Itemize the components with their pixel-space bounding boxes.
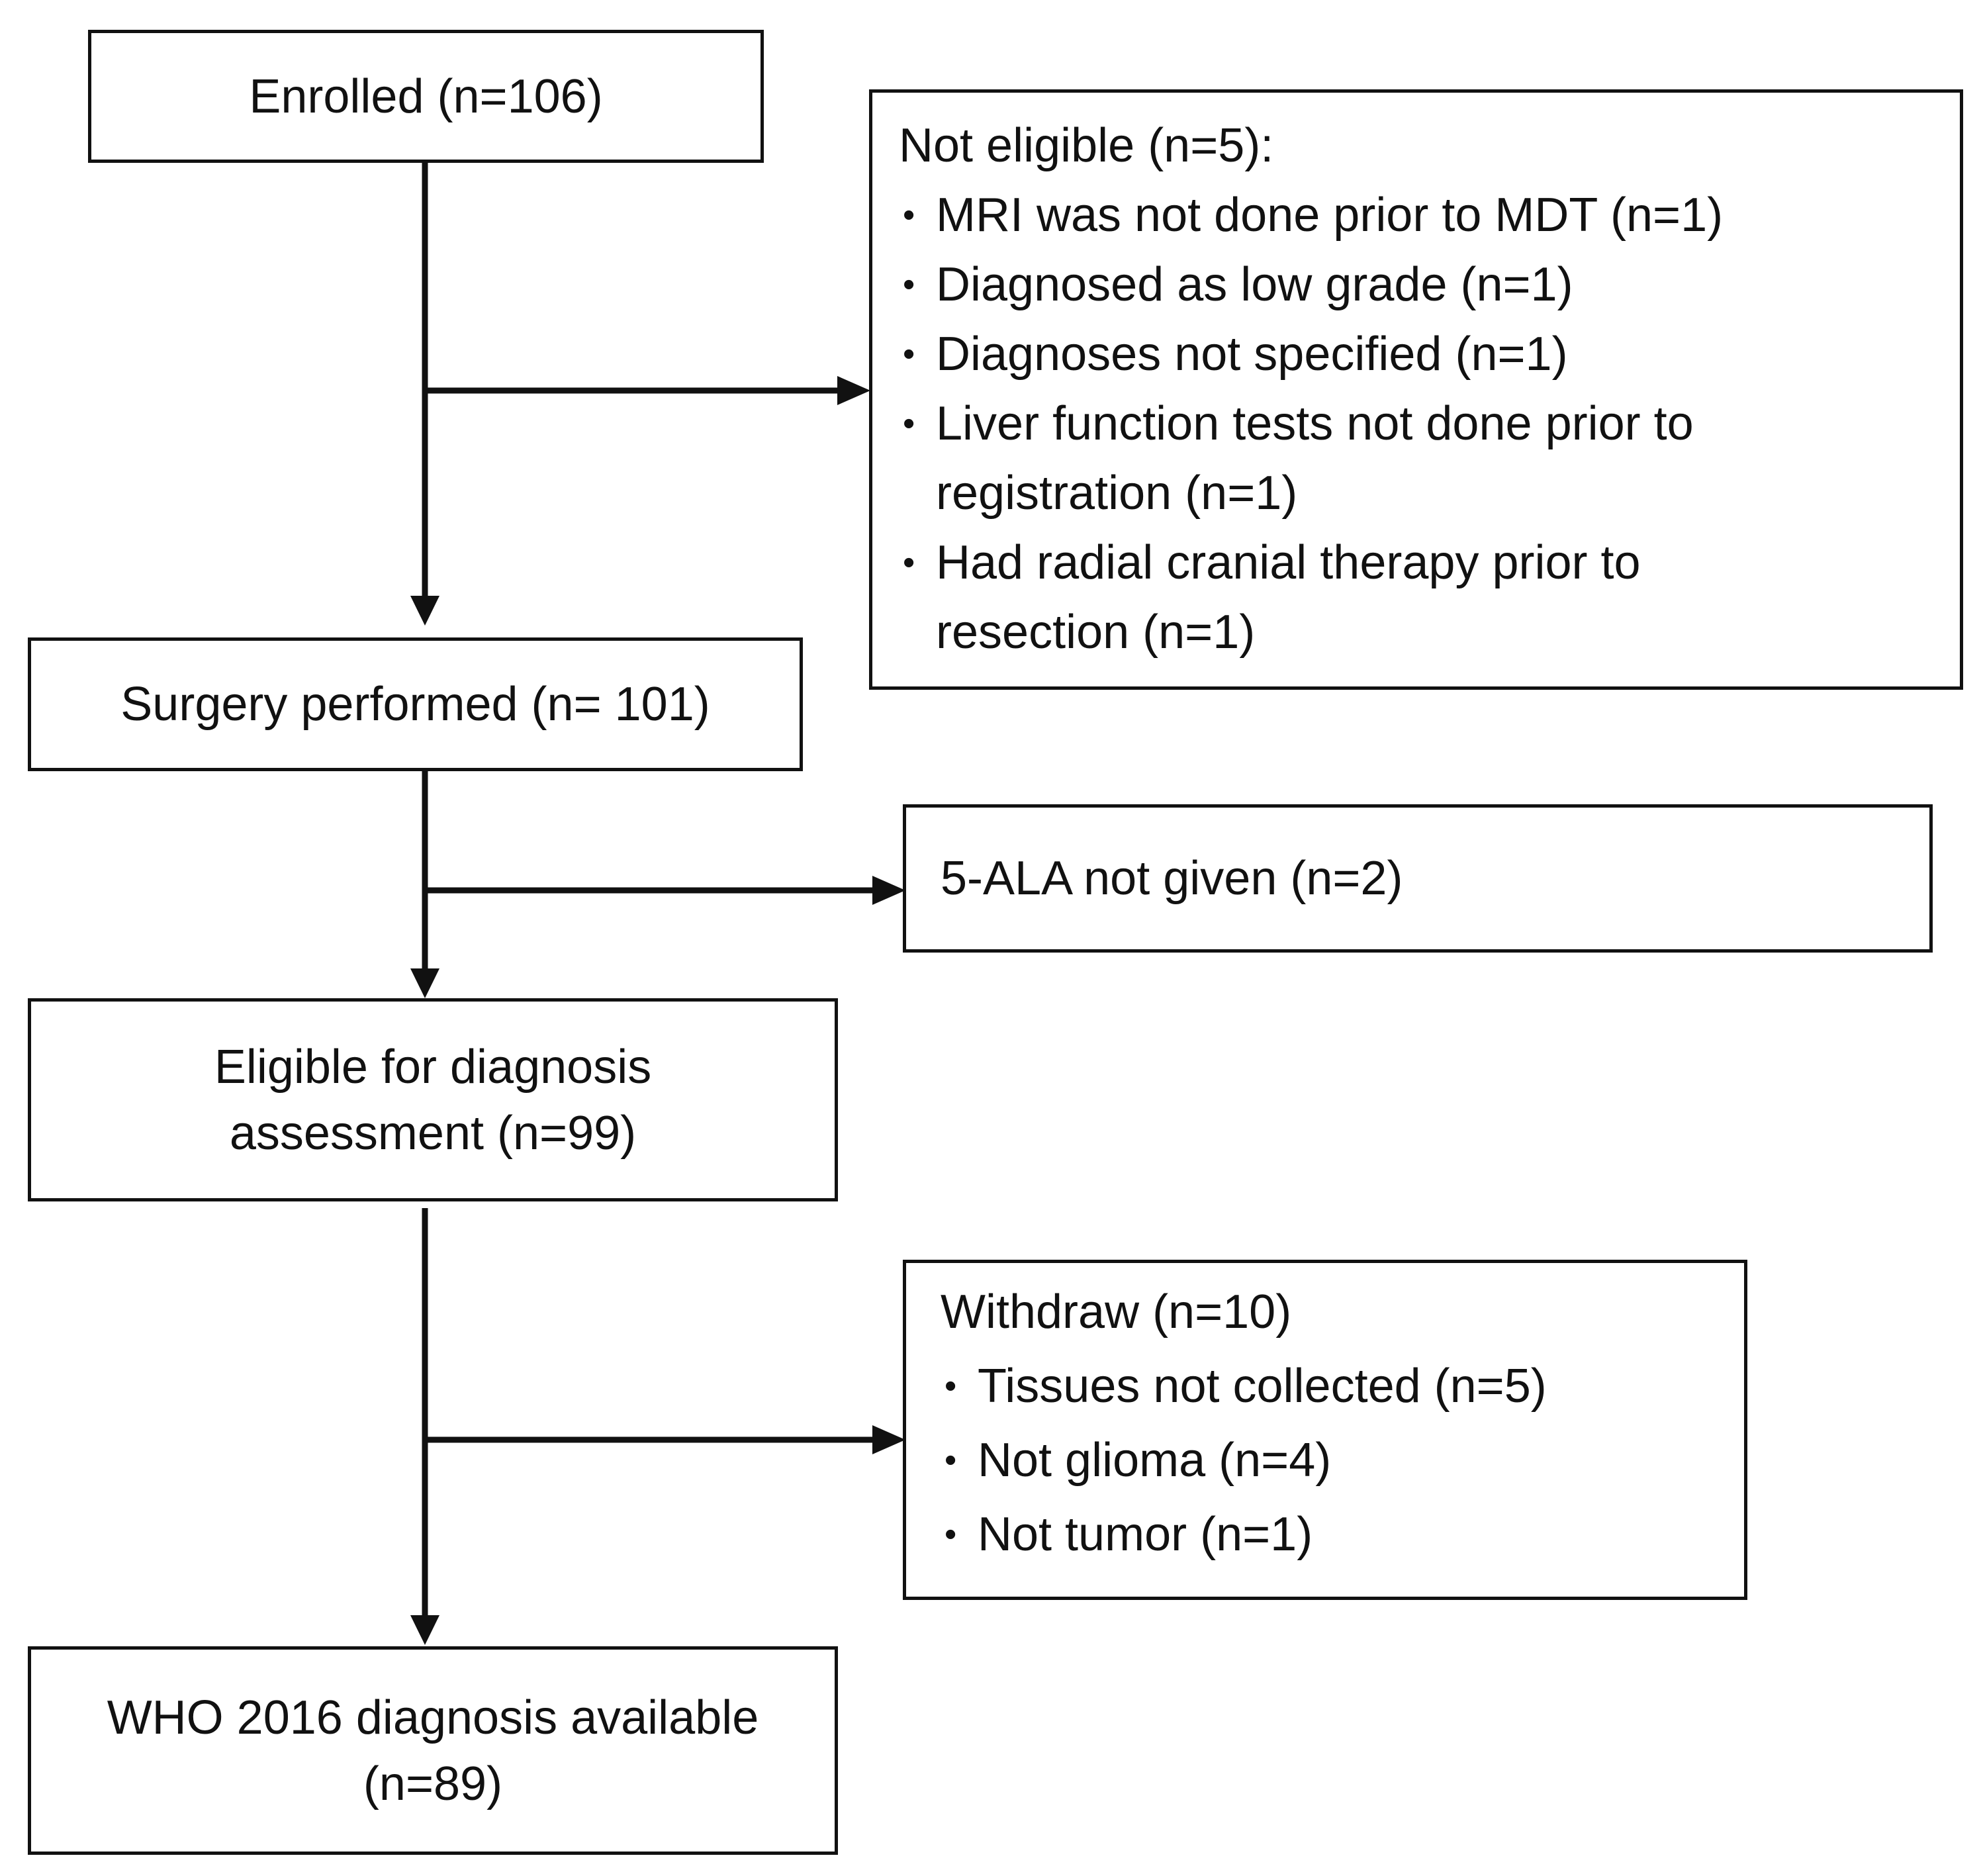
- list-item: •Had radial cranial therapy prior to res…: [903, 536, 1641, 659]
- who-diagnosis-box: WHO 2016 diagnosis available (n=89): [28, 1646, 838, 1855]
- surgery-label: Surgery performed (n= 101): [120, 678, 710, 731]
- arrowhead-surgery: [410, 596, 439, 626]
- list-item: •MRI was not done prior to MDT (n=1): [903, 189, 1724, 242]
- eligible-line1: Eligible for diagnosis: [214, 1040, 652, 1094]
- arrowhead-withdraw: [872, 1425, 905, 1454]
- list-item: •Diagnoses not specified (n=1): [903, 328, 1568, 381]
- who-line2: (n=89): [363, 1757, 503, 1810]
- list-item: •Tissues not collected (n=5): [945, 1360, 1547, 1413]
- surgery-box: Surgery performed (n= 101): [28, 637, 803, 771]
- list-item: •Not glioma (n=4): [945, 1434, 1332, 1487]
- not-eligible-list: •MRI was not done prior to MDT (n=1) •Di…: [899, 181, 1933, 667]
- withdraw-box: Withdraw (n=10) •Tissues not collected (…: [903, 1260, 1747, 1600]
- enrolled-label: Enrolled (n=106): [249, 70, 603, 123]
- arrowhead-eligible: [410, 968, 439, 998]
- list-item: •Liver function tests not done prior to …: [903, 397, 1694, 520]
- who-line1: WHO 2016 diagnosis available: [107, 1691, 759, 1744]
- not-eligible-box: Not eligible (n=5): •MRI was not done pr…: [869, 89, 1963, 690]
- withdraw-list: •Tissues not collected (n=5) •Not glioma…: [941, 1349, 1710, 1571]
- list-item: •Not tumor (n=1): [945, 1508, 1313, 1561]
- ala-not-given-box: 5-ALA not given (n=2): [903, 804, 1933, 953]
- eligible-box: Eligible for diagnosis assessment (n=99): [28, 998, 838, 1201]
- list-item: •Diagnosed as low grade (n=1): [903, 258, 1573, 311]
- not-eligible-heading: Not eligible (n=5):: [899, 119, 1274, 172]
- arrowhead-not-eligible: [837, 376, 870, 405]
- eligible-line2: assessment (n=99): [229, 1106, 637, 1160]
- enrolled-box: Enrolled (n=106): [88, 30, 764, 163]
- arrowhead-ala: [872, 876, 905, 905]
- ala-not-given-label: 5-ALA not given (n=2): [941, 852, 1403, 905]
- arrowhead-who: [410, 1615, 439, 1645]
- withdraw-heading: Withdraw (n=10): [941, 1286, 1292, 1338]
